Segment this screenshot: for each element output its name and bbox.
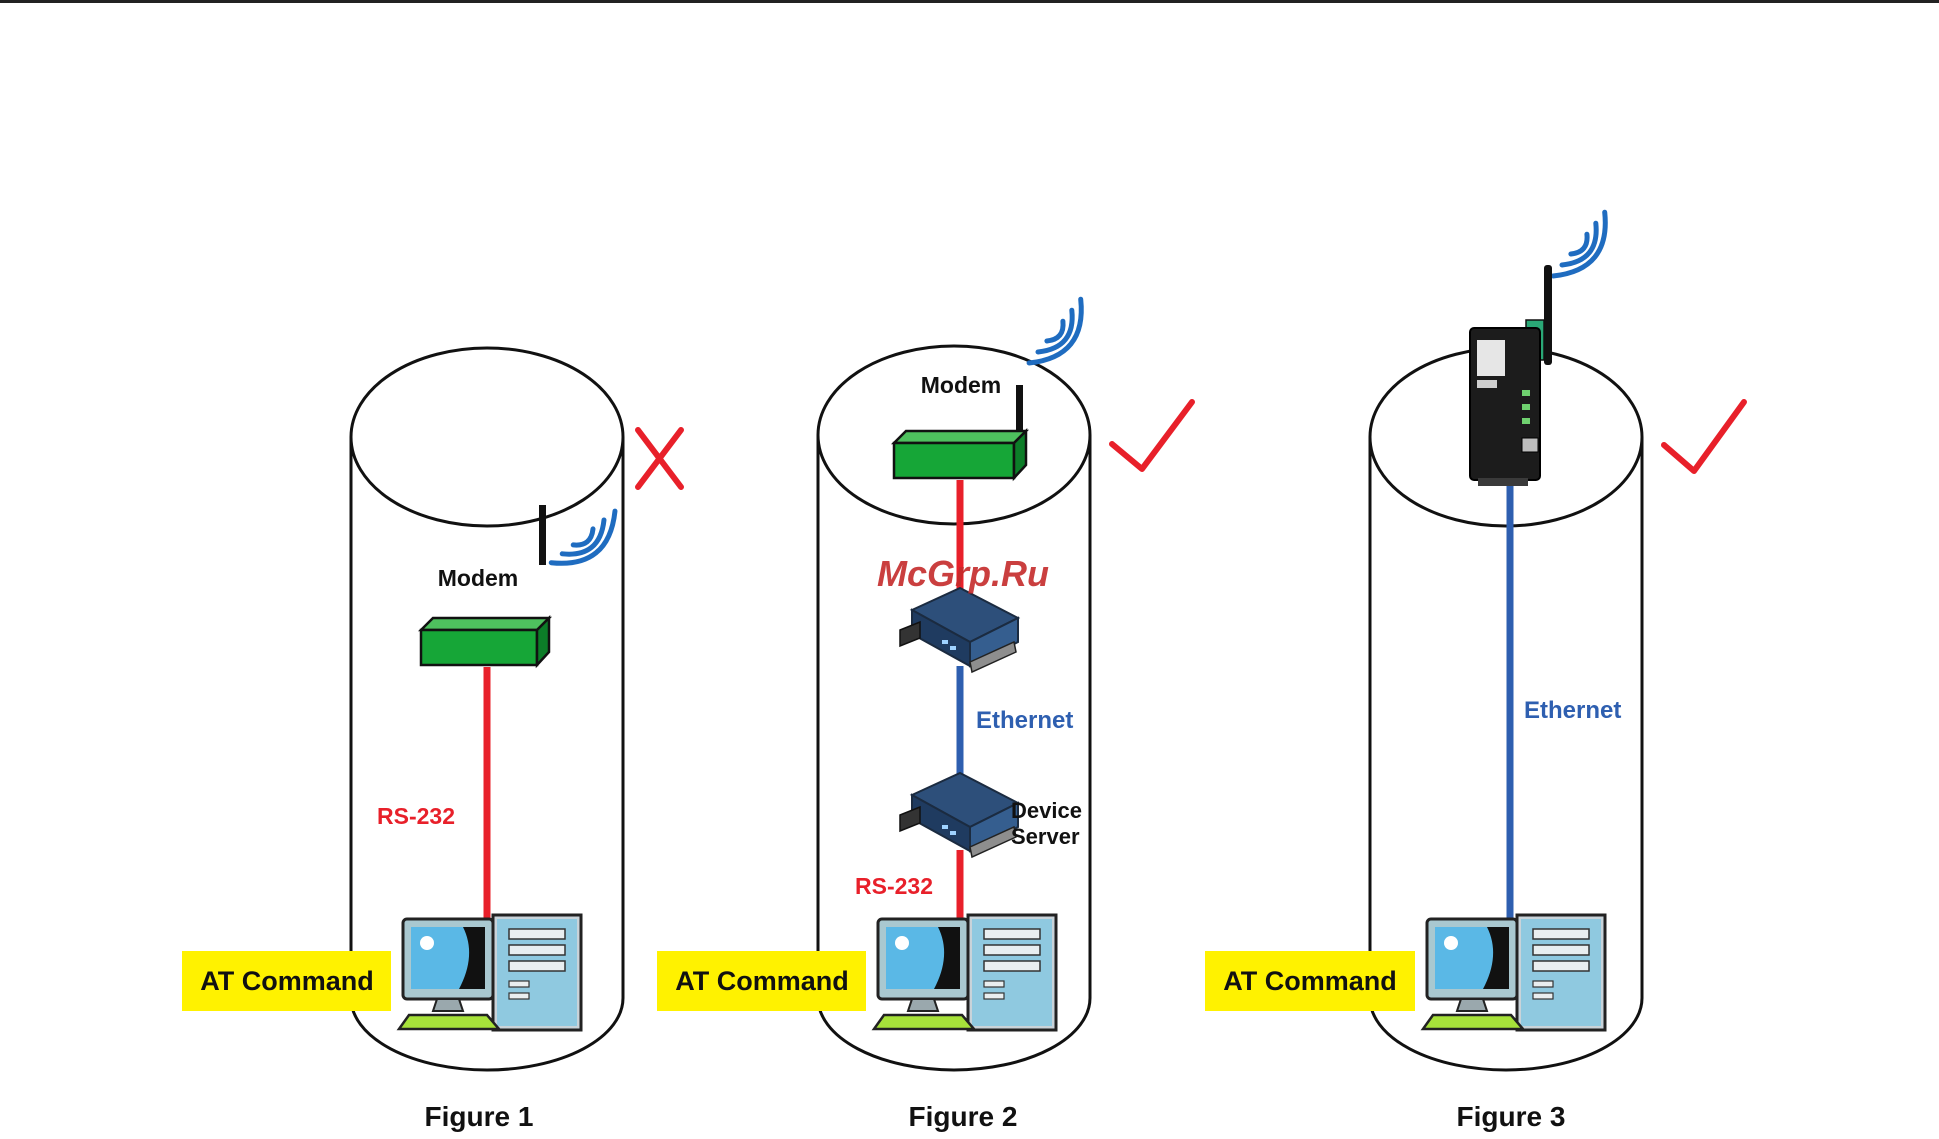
wireless-signal-icon <box>551 505 615 569</box>
cellular-gateway-icon <box>1470 265 1552 486</box>
rs232-label: RS-232 <box>855 873 933 899</box>
rs232-label: RS-232 <box>377 803 455 829</box>
computer-icon <box>1423 915 1605 1030</box>
device-server-label-line2: Server <box>1011 824 1080 849</box>
figure-caption: Figure 2 <box>909 1101 1018 1132</box>
supported-check-icon <box>1664 402 1744 471</box>
figure-caption: Figure 3 <box>1457 1101 1566 1132</box>
not-supported-x-icon <box>638 430 681 487</box>
wireless-signal-icon <box>1023 299 1087 363</box>
computer-icon <box>399 915 581 1030</box>
device-server-label-line1: Device <box>1011 798 1082 823</box>
figure-3: Ethernet AT Command Figure 3 <box>1205 212 1744 1132</box>
supported-check-icon <box>1112 402 1192 469</box>
at-command-label: AT Command <box>675 966 849 996</box>
ethernet-label: Ethernet <box>1524 697 1621 724</box>
computer-icon <box>874 915 1056 1030</box>
device-server-icon <box>900 773 1018 857</box>
at-command-label: AT Command <box>200 966 374 996</box>
modem-label: Modem <box>438 565 519 591</box>
device-server-icon <box>900 588 1018 672</box>
watermark-text: McGrp.Ru <box>877 553 1049 594</box>
cylinder-1-top <box>351 348 623 526</box>
wireless-signal-icon <box>1547 212 1611 276</box>
modem-label: Modem <box>921 372 1002 398</box>
ethernet-label: Ethernet <box>976 707 1073 734</box>
at-command-label: AT Command <box>1223 966 1397 996</box>
figure-1: Modem RS-232 AT Command Figure 1 <box>182 348 681 1132</box>
figure-caption: Figure 1 <box>425 1101 534 1132</box>
figure-2: Modem Ethernet Device Server RS-232 AT C… <box>657 299 1192 1132</box>
